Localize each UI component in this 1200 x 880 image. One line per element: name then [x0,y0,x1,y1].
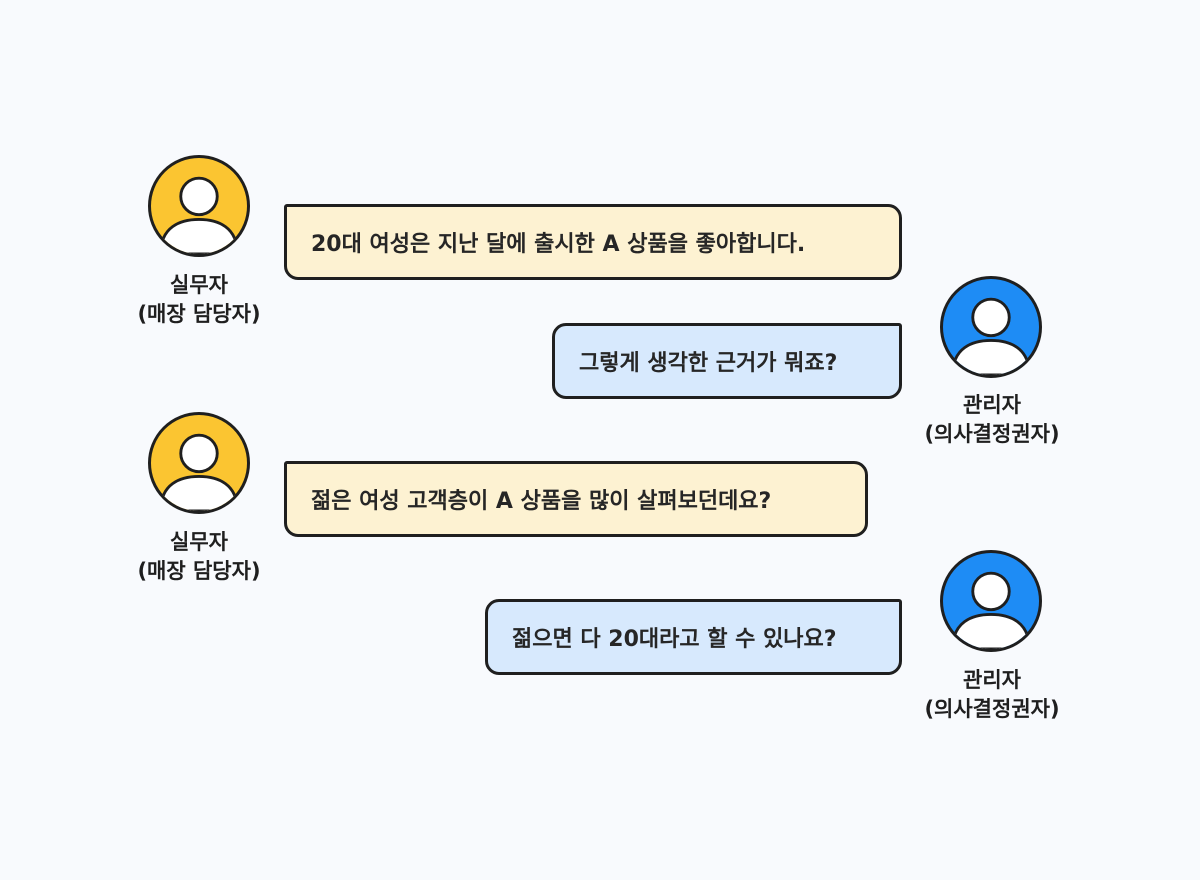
message-bubble-4: 젊으면 다 20대라고 할 수 있나요? [485,599,902,675]
role-title: 실무자 [170,530,228,554]
manager-role-label: 관리자 (의사결정권자) [892,666,1092,724]
manager-avatar [940,550,1042,652]
message-text: 젊으면 다 20대라고 할 수 있나요? [512,627,837,652]
manager-avatar [940,276,1042,378]
manager-role-label: 관리자 (의사결정권자) [892,391,1092,449]
role-subtitle: (매장 담당자) [137,559,261,583]
role-title: 관리자 [963,393,1021,417]
worker-role-label: 실무자 (매장 담당자) [99,528,299,586]
worker-avatar [148,155,250,257]
message-text: 그렇게 생각한 근거가 뭐죠? [579,351,838,376]
role-title: 관리자 [963,668,1021,692]
message-bubble-1: 20대 여성은 지난 달에 출시한 A 상품을 좋아합니다. [284,204,902,280]
person-icon [159,433,239,511]
message-text: 젊은 여성 고객층이 A 상품을 많이 살펴보던데요? [311,489,772,514]
worker-avatar [148,412,250,514]
role-subtitle: (의사결정권자) [924,422,1060,446]
message-bubble-2: 그렇게 생각한 근거가 뭐죠? [552,323,902,399]
message-bubble-3: 젊은 여성 고객층이 A 상품을 많이 살펴보던데요? [284,461,868,537]
role-subtitle: (의사결정권자) [924,697,1060,721]
person-icon [159,176,239,254]
role-subtitle: (매장 담당자) [137,302,261,326]
role-title: 실무자 [170,273,228,297]
message-text: 20대 여성은 지난 달에 출시한 A 상품을 좋아합니다. [311,232,806,257]
person-icon [951,571,1031,649]
worker-role-label: 실무자 (매장 담당자) [99,271,299,329]
person-icon [951,297,1031,375]
